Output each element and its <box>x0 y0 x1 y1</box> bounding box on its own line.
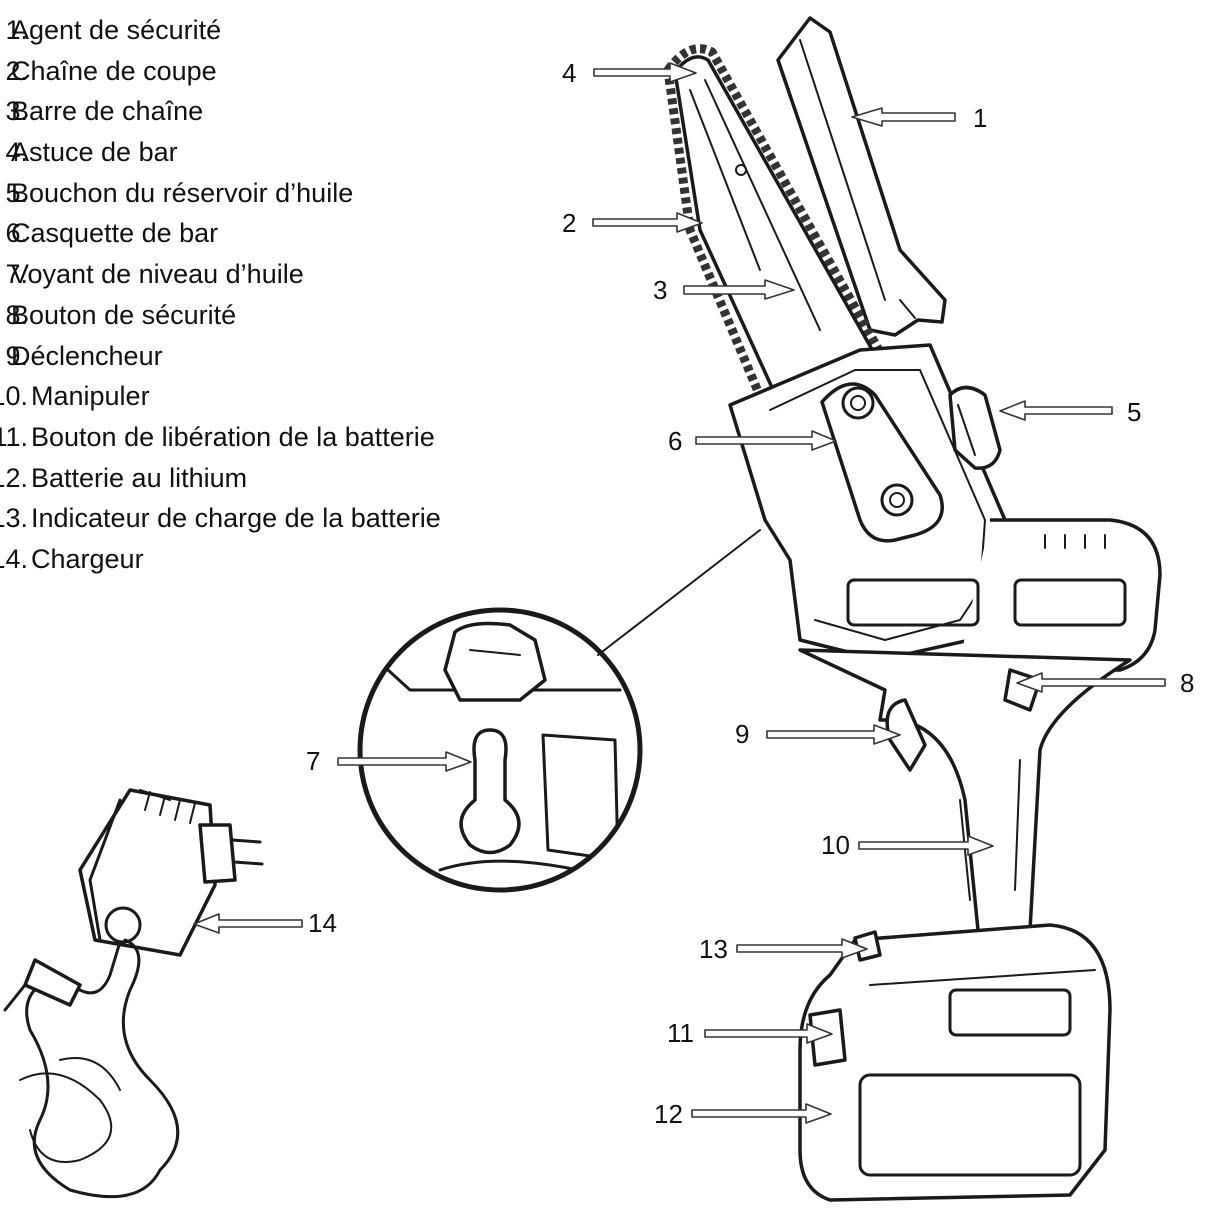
callout-arrow-8 <box>1016 672 1166 693</box>
callout-number-3: 3 <box>653 275 667 305</box>
legend-number: 14. <box>0 543 28 574</box>
callout-number-4: 4 <box>562 58 576 88</box>
callout-number-9: 9 <box>735 719 749 749</box>
callout-arrow-12 <box>691 1103 832 1124</box>
callout-number-11: 11 <box>667 1018 694 1048</box>
callout-number-14: 14 <box>308 908 337 938</box>
callout-arrow-5 <box>999 400 1113 421</box>
oil-level-zoom-drawing <box>357 529 761 893</box>
legend-number: 9. <box>5 340 28 371</box>
safety-guard-drawing <box>776 16 947 337</box>
callout-arrow-3 <box>683 279 795 300</box>
legend-number: 1. <box>5 15 28 45</box>
callout-arrow-2 <box>592 212 703 233</box>
callout-number-10: 10 <box>821 830 850 860</box>
callout-number-13: 13 <box>699 934 728 964</box>
callout-arrow-11 <box>704 1023 833 1044</box>
legend-number: 5. <box>5 177 28 208</box>
legend-label: Agent de sécurité <box>11 15 222 45</box>
callout-arrow-7 <box>337 751 472 772</box>
callout-arrow-10 <box>858 835 994 856</box>
callout-arrow-4 <box>593 62 697 83</box>
legend-label: Manipuler <box>31 381 150 412</box>
legend-number: 10. <box>0 381 28 412</box>
legend-label: Astuce de bar <box>11 137 178 168</box>
oil-tank-cap-drawing <box>948 385 1002 470</box>
legend-number: 3. <box>5 96 28 127</box>
legend-number: 4. <box>5 137 28 168</box>
legend-number: 7. <box>5 259 28 290</box>
callout-arrow-9 <box>766 724 901 745</box>
callout-arrow-6 <box>695 430 837 451</box>
legend-label: Bouton de sécurité <box>11 299 237 330</box>
legend-label: Bouton de libération de la batterie <box>31 421 435 452</box>
legend-label: Bouchon du réservoir d’huile <box>11 177 354 208</box>
legend-label: Voyant de niveau d’huile <box>11 259 304 290</box>
callout-number-12: 12 <box>654 1099 683 1129</box>
callout-number-2: 2 <box>562 208 576 238</box>
legend-number: 8. <box>5 299 28 330</box>
callout-number-5: 5 <box>1127 397 1141 427</box>
handle-drawing <box>798 648 1132 952</box>
callout-arrow-1 <box>851 107 956 127</box>
motor-body-drawing <box>846 518 1162 672</box>
charger-drawing <box>3 788 264 1199</box>
legend-number: 12. <box>0 462 28 493</box>
callout-number-8: 8 <box>1180 668 1194 698</box>
legend-label: Déclencheur <box>11 340 163 371</box>
legend-number: 2. <box>5 55 28 86</box>
callout-number-7: 7 <box>306 746 320 776</box>
callout-number-6: 6 <box>668 426 682 456</box>
legend-number: 11. <box>0 421 28 452</box>
legend-number: 6. <box>5 218 28 249</box>
callout-arrow-14 <box>193 913 303 934</box>
legend-label: Indicateur de charge de la batterie <box>31 503 441 534</box>
callout-arrow-13 <box>736 938 868 959</box>
legend-label: Casquette de bar <box>11 218 219 249</box>
callout-number-1: 1 <box>973 103 987 133</box>
legend-label: Chargeur <box>31 543 144 574</box>
legend-label: Batterie au lithium <box>31 462 248 493</box>
legend-label: Barre de chaîne <box>11 96 204 127</box>
legend-label: Chaîne de coupe <box>11 55 217 86</box>
battery-drawing <box>798 923 1112 1202</box>
legend-number: 13. <box>0 503 28 534</box>
